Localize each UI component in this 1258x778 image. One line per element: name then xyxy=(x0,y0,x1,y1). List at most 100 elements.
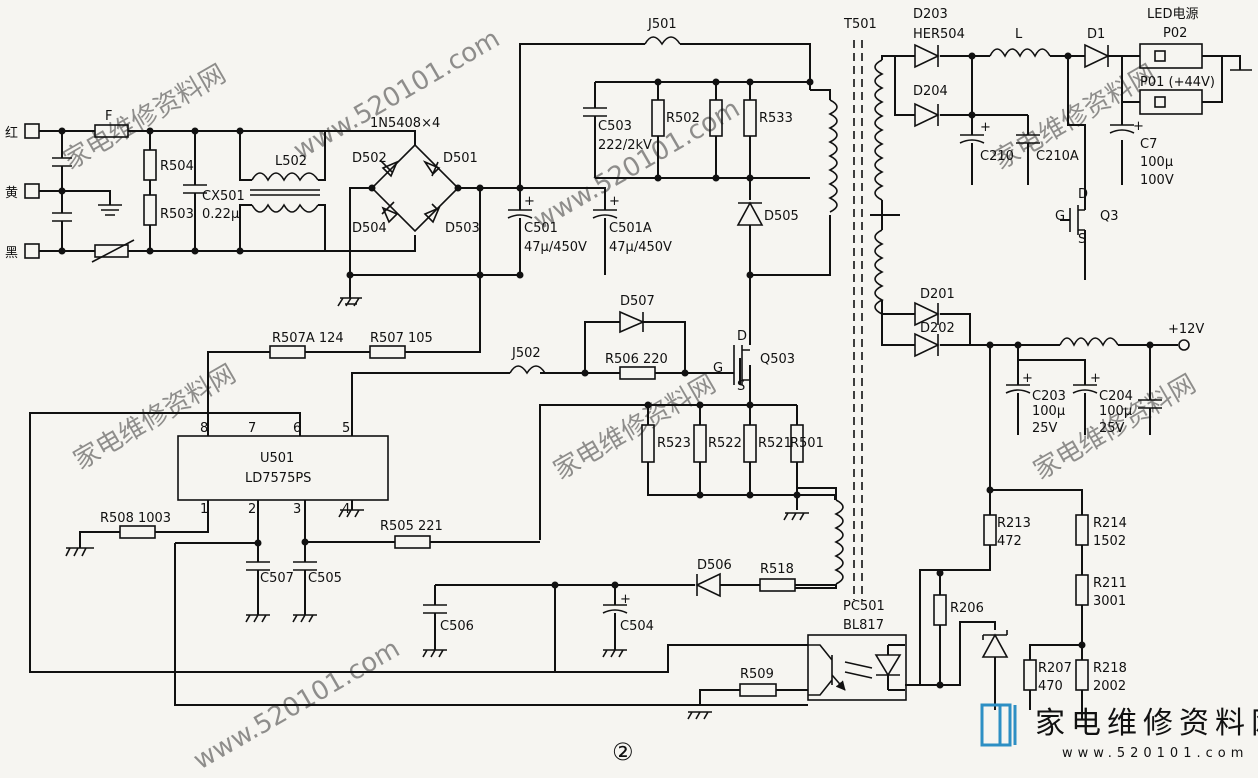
bridge-part: 1N5408×4 xyxy=(370,116,440,131)
c204-value: 100μ xyxy=(1099,404,1132,419)
ground-icon xyxy=(292,614,317,623)
pc501-label: PC501 xyxy=(843,599,885,614)
c203-voltage: 25V xyxy=(1032,421,1058,436)
switch-q503: D G S Q503 D507 R506 220 R523 R522 R521 … xyxy=(539,294,836,540)
y-capacitors xyxy=(52,157,72,222)
r213-label: R213 xyxy=(997,516,1031,531)
r214-value: 1502 xyxy=(1093,534,1126,549)
q503-s: S xyxy=(737,379,745,394)
r523-label: R523 xyxy=(657,436,691,451)
watermark-text: 家电维修资料网 xyxy=(69,359,242,476)
r213-value: 472 xyxy=(997,534,1022,549)
c7-voltage: 100V xyxy=(1140,173,1174,188)
ground-icon xyxy=(602,649,627,658)
c204-label: C204 xyxy=(1099,389,1133,404)
bulk-capacitors: J501 + + C501 47μ/450V C501A 47μ/450V xyxy=(476,17,811,279)
pin-3: 3 xyxy=(293,502,301,517)
watermark-layer: 家电维修资料网 www.520101.com www.520101.com 家电… xyxy=(59,24,1202,776)
r507-label: R507 105 xyxy=(370,331,433,346)
d203-label: D203 xyxy=(913,7,948,22)
plus-mark: + xyxy=(1090,371,1101,386)
q3-g: G xyxy=(1055,209,1065,224)
q503-g: G xyxy=(713,361,723,376)
d201-label: D201 xyxy=(920,287,955,302)
c503-value: 222/2kV xyxy=(598,138,652,153)
d506 xyxy=(695,572,721,598)
r206-label: R206 xyxy=(950,601,984,616)
cx501-value: 0.22μ xyxy=(202,207,239,222)
d203-part: HER504 xyxy=(913,27,965,42)
d1-label: D1 xyxy=(1087,27,1105,42)
r504-label: R504 xyxy=(160,159,194,174)
controller-u501: U501 LD7575PS 8 7 6 5 1 2 3 4 R507A 124 … xyxy=(29,184,836,706)
fuse-label: F xyxy=(105,109,112,124)
r522-label: R522 xyxy=(708,436,742,451)
c501a-value: 47μ/450V xyxy=(609,240,672,255)
u501-chip xyxy=(177,435,389,501)
feedback-network: R213 472 R214 1502 R211 3001 R218 2002 R… xyxy=(905,345,1127,720)
ground-icon xyxy=(422,649,447,658)
port-yellow-label: 黄 xyxy=(5,186,18,201)
watermark-text: 家电维修资料网 xyxy=(59,59,232,176)
r509-label: R509 xyxy=(740,667,774,682)
r211-value: 3001 xyxy=(1093,594,1126,609)
r207-label: R207 xyxy=(1038,661,1072,676)
r214-label: R214 xyxy=(1093,516,1127,531)
plus-mark: + xyxy=(980,120,991,135)
c507-label: C507 xyxy=(260,571,294,586)
c7-value: 100μ xyxy=(1140,155,1173,170)
plus-mark: + xyxy=(524,194,535,209)
r506-label: R506 220 xyxy=(605,352,668,367)
pc501-part: BL817 xyxy=(843,618,884,633)
ground-icon xyxy=(338,509,364,518)
l502-label: L502 xyxy=(275,154,307,169)
port-red-label: 红 xyxy=(5,125,18,141)
j501-jumper xyxy=(644,36,681,46)
c505-label: C505 xyxy=(308,571,342,586)
cx501 xyxy=(183,184,207,194)
inductor-l-label: L xyxy=(1015,27,1023,42)
j502-label: J502 xyxy=(511,346,541,361)
figure-number: ② xyxy=(612,738,634,766)
d501-label: D501 xyxy=(443,151,478,166)
led-power-title: LED电源 xyxy=(1147,7,1198,22)
d505-label: D505 xyxy=(764,209,799,224)
l502-coil-top xyxy=(251,172,319,182)
input-filter-section: 红 黄 黑 F R504 R503 CX501 0.22μ xyxy=(5,109,326,263)
pin-6: 6 xyxy=(293,421,301,436)
t501-label: T501 xyxy=(843,17,877,32)
plus12-label: +12V xyxy=(1168,322,1204,337)
plus-mark: + xyxy=(1022,371,1033,386)
c503-label: C503 xyxy=(598,119,632,134)
r518-label: R518 xyxy=(760,562,794,577)
pc501-body xyxy=(807,634,907,701)
c203-label: C203 xyxy=(1032,389,1066,404)
terminal-black xyxy=(24,243,40,259)
pin-8: 8 xyxy=(200,421,208,436)
varistor xyxy=(94,244,129,258)
transformer-t501: T501 xyxy=(795,17,915,600)
output-44v: D203 HER504 D204 + C210 C210A L D1 + C7 … xyxy=(894,7,1252,280)
r503-label: R503 xyxy=(160,207,194,222)
fuse xyxy=(94,124,129,138)
p01-label: P01 (+44V) xyxy=(1140,75,1215,90)
c7-label: C7 xyxy=(1140,137,1157,152)
q503-label: Q503 xyxy=(760,352,795,367)
ground-icon xyxy=(687,711,712,720)
l502-coil-bottom xyxy=(251,203,319,213)
ground-icon xyxy=(98,204,122,216)
watermark-url: www.520101.com xyxy=(529,94,746,236)
c501-label: C501 xyxy=(524,221,558,236)
r502-label: R502 xyxy=(666,111,700,126)
d503-label: D503 xyxy=(445,221,480,236)
plus12-terminal xyxy=(1178,339,1190,351)
output-12v: D201 D202 +12V + + C203 100μ 25V C204 10… xyxy=(881,287,1204,436)
connector-p01 xyxy=(1139,89,1203,115)
cx501-label: CX501 xyxy=(202,189,245,204)
p02-label: P02 xyxy=(1163,26,1187,41)
watermark-text: 家电维修资料网 xyxy=(549,369,722,486)
logo-url: www.520101.com xyxy=(1062,746,1248,761)
site-logo: 家电维修资料网 www.520101.com xyxy=(980,703,1258,761)
c506-label: C506 xyxy=(440,619,474,634)
d506-label: D506 xyxy=(697,558,732,573)
